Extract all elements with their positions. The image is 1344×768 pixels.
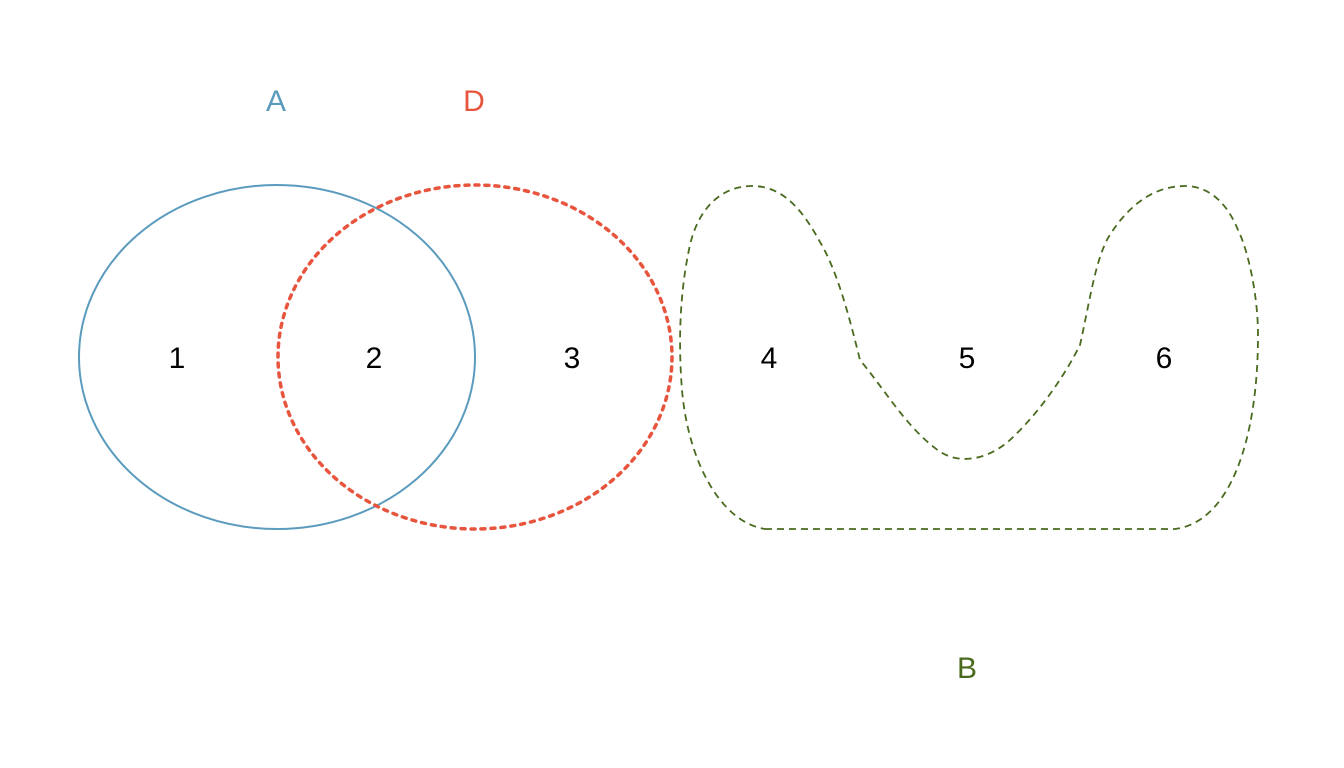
set-b-blob xyxy=(679,185,1259,530)
region-3-label: 3 xyxy=(564,342,581,375)
set-d-label: D xyxy=(463,85,485,118)
region-2-label: 2 xyxy=(366,342,383,375)
region-5-label: 5 xyxy=(959,342,976,375)
set-a-label: A xyxy=(266,85,286,118)
set-d-ellipse xyxy=(276,183,674,531)
set-a-ellipse xyxy=(78,184,476,530)
region-1-label: 1 xyxy=(169,342,186,375)
set-b-label: B xyxy=(957,652,977,685)
region-4-label: 4 xyxy=(761,342,778,375)
region-6-label: 6 xyxy=(1156,342,1173,375)
